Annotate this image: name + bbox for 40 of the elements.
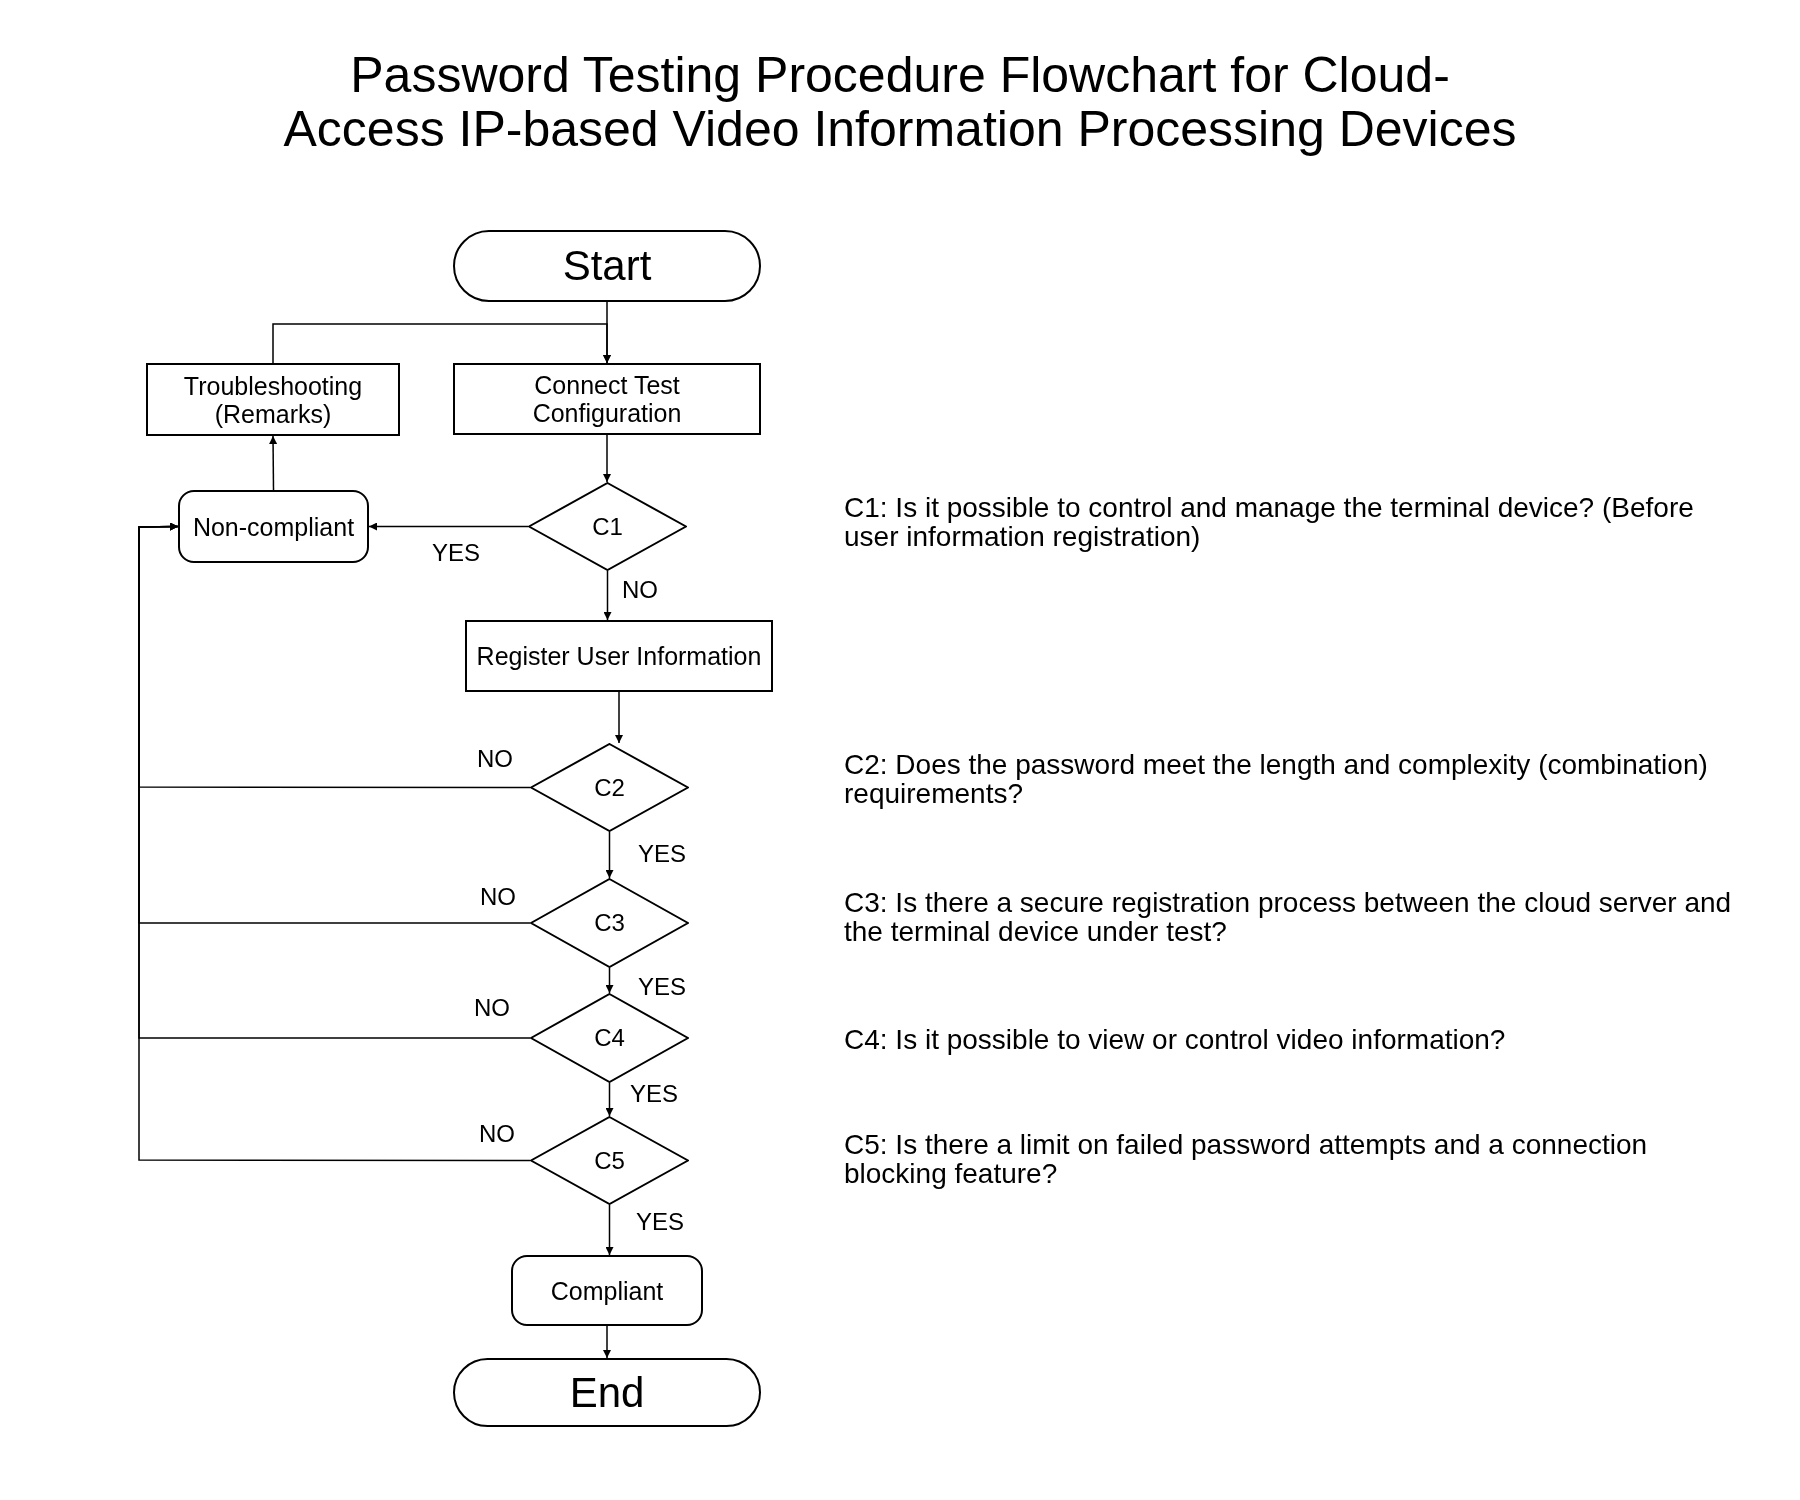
node-text: C1 [591, 512, 624, 541]
decision-diamond [530, 878, 689, 968]
arrow [605, 1082, 614, 1117]
arrow [615, 691, 623, 744]
criterion-note: C3: Is there a secure registration process between the cloud server and the terminal device under test? [844, 888, 1733, 946]
arrow [269, 435, 278, 491]
arrow [272, 323, 611, 364]
decision-diamond [530, 1116, 689, 1205]
result-box [178, 490, 369, 563]
node-text: Start [561, 252, 653, 280]
result-box [511, 1255, 703, 1326]
criterion-note: C4: Is it possible to view or control video information? [844, 1025, 1507, 1054]
node-text: C2 [593, 773, 626, 802]
process-box [465, 620, 773, 692]
node-text: Troubleshooting (Remarks) [182, 371, 364, 428]
arrow [603, 570, 612, 621]
arrow [603, 434, 611, 483]
node-text: Compliant [549, 1276, 665, 1305]
node-text: Register User Information [475, 642, 763, 670]
decision-diamond [530, 993, 689, 1083]
arrow [138, 522, 531, 1162]
node-text: C4 [593, 1024, 626, 1052]
arrow [605, 1204, 614, 1256]
node-text: Non-compliant [191, 512, 356, 541]
node-text: Connect Test Configuration [531, 371, 683, 427]
decision-diamond [528, 482, 687, 571]
node-text: C3 [593, 909, 626, 937]
arrow [368, 522, 529, 531]
criterion-note: C1: Is it possible to control and manage the terminal device? (Before user information registration) [844, 493, 1695, 551]
node-text: C5 [593, 1146, 626, 1175]
process-box [453, 363, 761, 435]
process-box [146, 363, 400, 436]
title: Password Testing Procedure Flowchart for Cloud-Access IP-based Video Information Processing Devices [282, 48, 1518, 156]
criterion-note: C5: Is there a limit on failed password attempts and a connection blocking feature? [844, 1130, 1649, 1188]
arrow [603, 1325, 611, 1359]
node-text: End [568, 1378, 646, 1407]
criterion-note: C2: Does the password meet the length and complexity (combination) requirements? [844, 750, 1709, 808]
arrow [605, 831, 614, 879]
decision-diamond [530, 743, 689, 832]
arrow [605, 967, 614, 994]
